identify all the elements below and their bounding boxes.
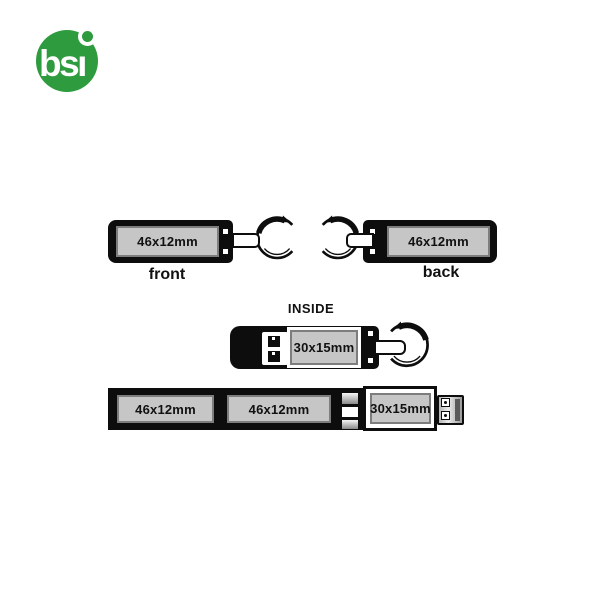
usb-connector-hole-dot [444,401,447,404]
strip-label-3-text: 30x15mm [370,401,431,416]
back-caption: back [422,264,460,281]
strip-label-1: 46x12mm [117,395,214,423]
keyring-clip-back [346,233,374,248]
hinge-notch [223,229,228,234]
strip-label-1-text: 46x12mm [135,401,196,417]
keyring-clip-inside [374,340,406,355]
usb-contacts [262,332,288,365]
back-dimension-label: 46x12mm [387,226,490,257]
bsi-logo-text: bsı [39,43,87,84]
strip-label-2: 46x12mm [227,395,331,423]
keyring-clip-front [232,233,260,248]
hinge-notch [370,229,375,234]
logo-i-dot [82,31,93,42]
strip-label-3: 30x15mm [370,393,431,424]
usb-connector-hole-dot [444,414,447,417]
front-dimension-label: 46x12mm [116,226,219,257]
usb-pin-hole [272,352,275,355]
inside-dimension-label: 30x15mm [290,330,358,365]
front-caption: front [148,266,186,283]
hinge-notch [368,331,373,336]
strip-label-2-text: 46x12mm [248,401,310,417]
back-dimension-text: 46x12mm [408,234,469,249]
usb-pin [268,351,280,362]
front-dimension-text: 46x12mm [137,234,198,249]
split-ring-inside-icon [390,321,429,368]
hinge-notch [223,249,228,254]
hinge-segment [342,420,358,429]
hinge-notch [370,249,375,254]
usb-pin [268,336,280,347]
usb-connector-band [455,399,460,421]
hinge-notch [368,358,373,363]
inside-dimension-text: 30x15mm [293,340,355,355]
usb-pin-hole [272,337,275,340]
hinge-segment [342,393,358,404]
inside-title: INSIDE [287,301,335,316]
hinge-segment [342,407,358,417]
